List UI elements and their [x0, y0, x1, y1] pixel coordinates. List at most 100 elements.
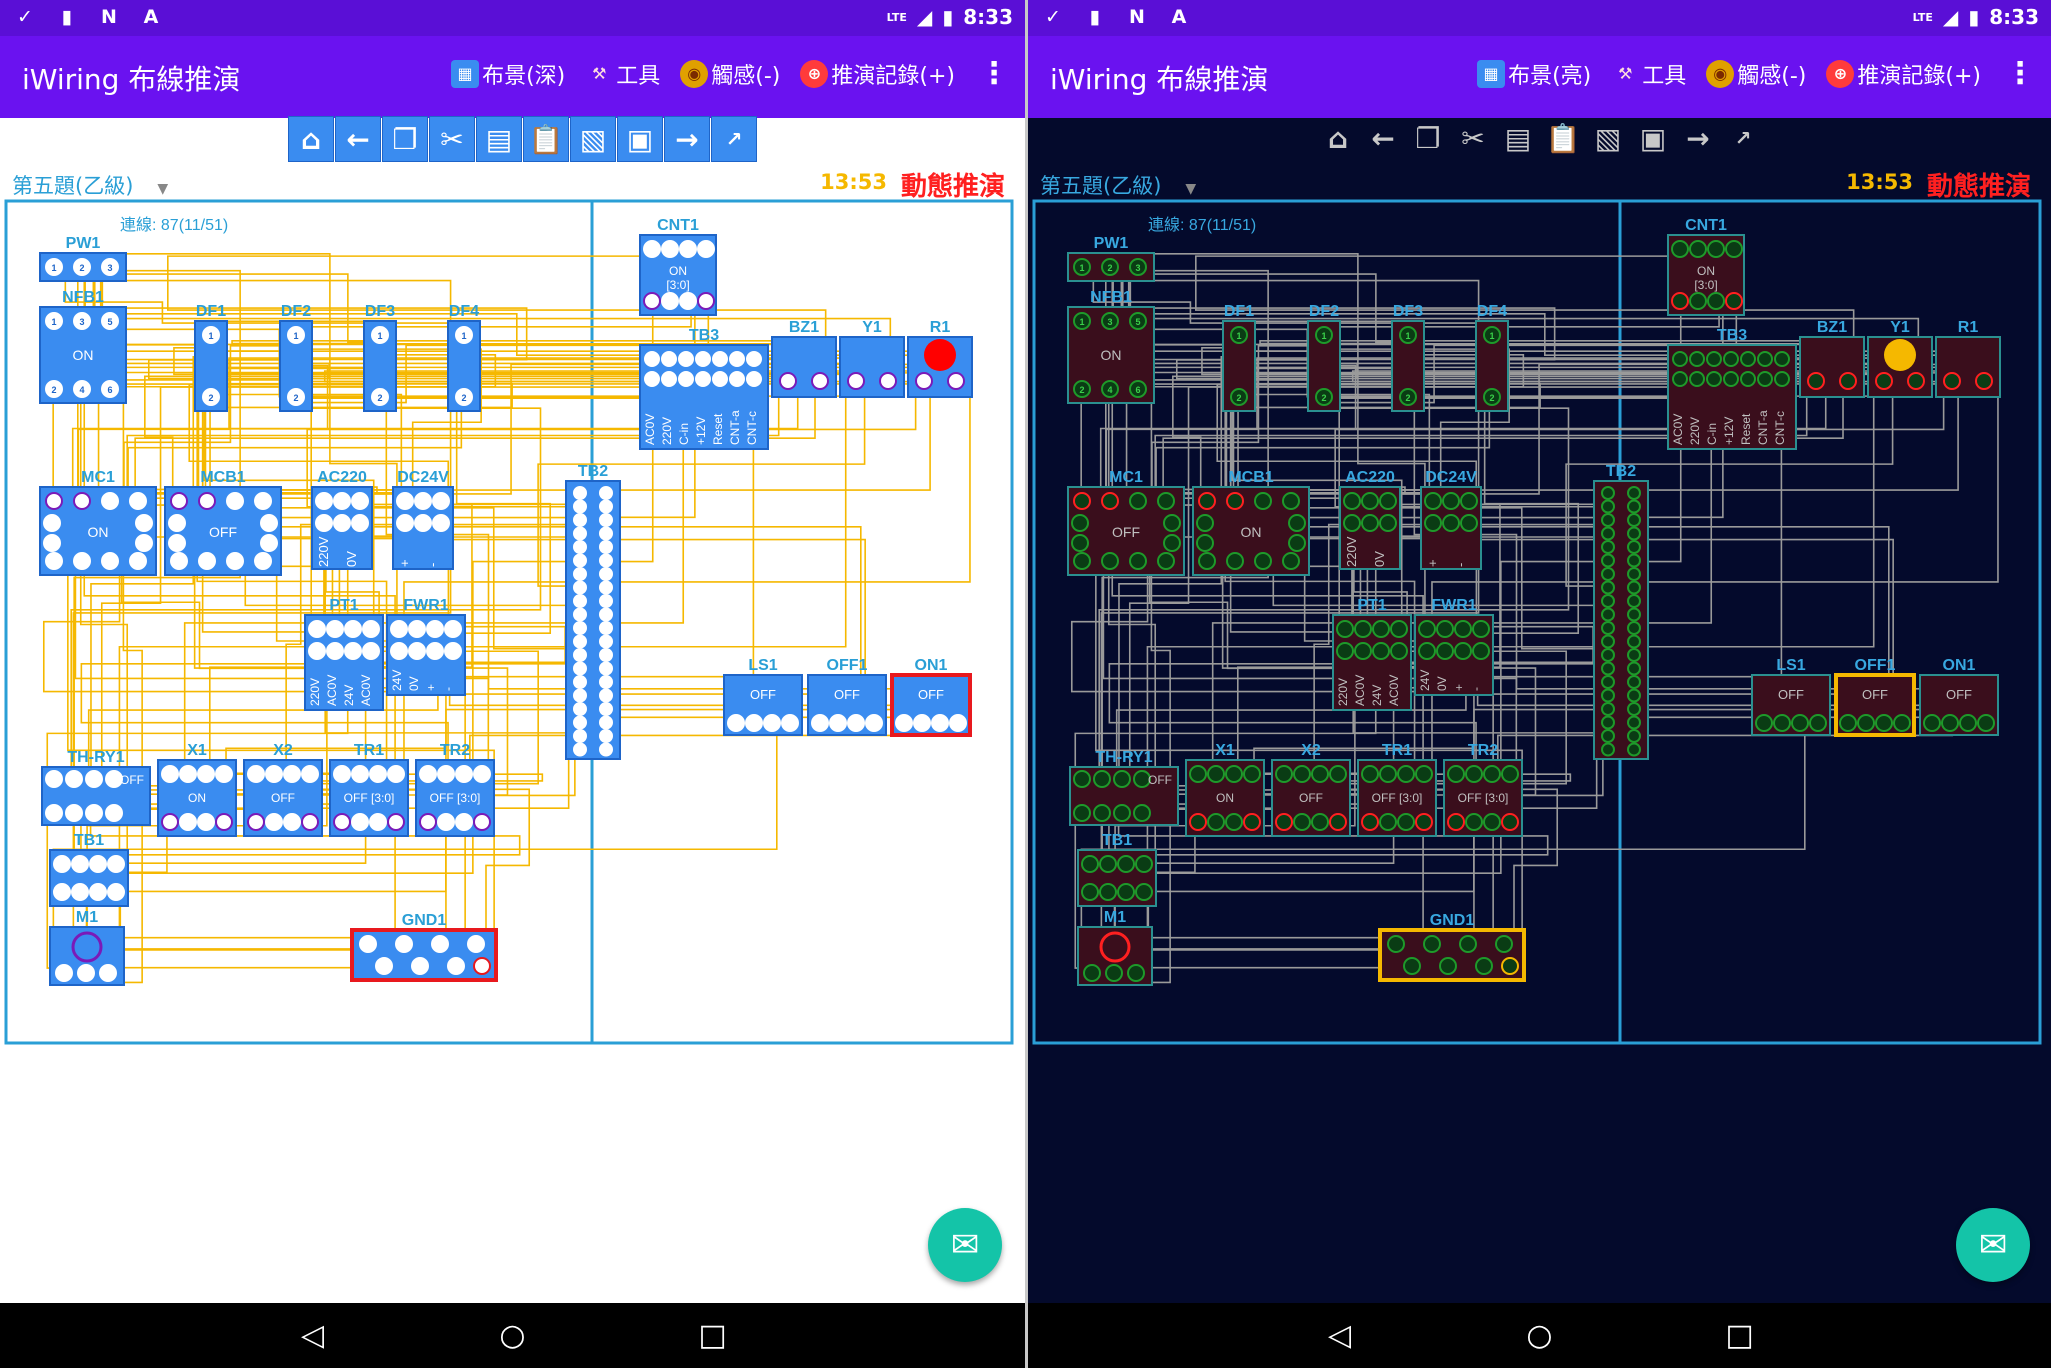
- terminal-pin[interactable]: [215, 813, 233, 831]
- terminal-pin[interactable]: 2: [1073, 380, 1091, 398]
- terminal-pin[interactable]: [1243, 765, 1261, 783]
- terminal-pin[interactable]: [1282, 552, 1300, 570]
- terminal-pin[interactable]: [915, 372, 933, 390]
- terminal-pin[interactable]: [254, 492, 272, 510]
- module-tb1[interactable]: TB1: [1077, 832, 1157, 907]
- terminal-pin[interactable]: [679, 240, 697, 258]
- terminal-pin[interactable]: [1093, 804, 1111, 822]
- terminal-pin[interactable]: [1189, 813, 1207, 831]
- terminal-pin[interactable]: [1601, 486, 1615, 500]
- terminal-pin[interactable]: [1627, 607, 1641, 622]
- terminal-pin[interactable]: [573, 499, 587, 514]
- terminal-pin[interactable]: [1343, 492, 1361, 510]
- terminal-pin[interactable]: [1501, 813, 1519, 831]
- terminal-pin[interactable]: [1157, 552, 1175, 570]
- terminal-pin[interactable]: [1601, 526, 1615, 541]
- terminal-pin[interactable]: [226, 492, 244, 510]
- terminal-pin[interactable]: [746, 351, 762, 367]
- wire[interactable]: [84, 817, 521, 856]
- terminal-pin[interactable]: 1: [1315, 326, 1333, 344]
- terminal-pin[interactable]: [1773, 714, 1791, 732]
- terminal-pin[interactable]: [283, 765, 301, 783]
- terminal-pin[interactable]: [375, 957, 393, 975]
- terminal-pin[interactable]: [1601, 634, 1615, 649]
- terminal-pin[interactable]: [1105, 964, 1123, 982]
- terminal-pin[interactable]: [1196, 514, 1214, 532]
- terminal-pin[interactable]: [73, 552, 91, 570]
- wire[interactable]: [112, 273, 392, 411]
- touch-feedback-button[interactable]: ◉ 觸感(-): [680, 58, 780, 90]
- terminal-pin[interactable]: 1: [287, 326, 305, 344]
- terminal-pin[interactable]: [1706, 351, 1722, 367]
- terminal-pin[interactable]: [107, 883, 125, 901]
- terminal-pin[interactable]: [661, 240, 679, 258]
- terminal-pin[interactable]: [71, 855, 89, 873]
- terminal-pin[interactable]: [1390, 620, 1408, 638]
- terminal-pin[interactable]: [599, 688, 613, 703]
- terminal-pin[interactable]: [661, 371, 677, 387]
- terminal-pin[interactable]: [599, 540, 613, 554]
- wire[interactable]: [78, 253, 396, 939]
- terminal-pin[interactable]: [1397, 765, 1415, 783]
- terminal-pin[interactable]: [455, 765, 473, 783]
- wire[interactable]: [167, 255, 827, 365]
- tools-button[interactable]: ⚒ 工具: [585, 58, 660, 90]
- terminal-pin[interactable]: [265, 765, 283, 783]
- terminal-pin[interactable]: [260, 534, 278, 552]
- terminal-pin[interactable]: [396, 492, 414, 510]
- terminal-pin[interactable]: 2: [1230, 388, 1248, 406]
- wire[interactable]: [387, 374, 552, 634]
- terminal-pin[interactable]: [85, 770, 103, 788]
- terminal-pin[interactable]: [1424, 492, 1442, 510]
- back-arrow-icon[interactable]: ←: [1371, 121, 1395, 155]
- terminal-pin[interactable]: [1372, 642, 1390, 660]
- nav-recents-button[interactable]: □: [1725, 1318, 1754, 1353]
- terminal-pin[interactable]: [573, 486, 587, 500]
- terminal-pin[interactable]: [1725, 240, 1743, 258]
- terminal-pin[interactable]: [599, 702, 613, 716]
- terminal-pin[interactable]: [283, 813, 301, 831]
- terminal-pin[interactable]: [1418, 642, 1436, 660]
- terminal-pin[interactable]: [432, 492, 450, 510]
- terminal-pin[interactable]: [197, 765, 215, 783]
- terminal-pin[interactable]: [1601, 513, 1615, 527]
- terminal-pin[interactable]: [1601, 742, 1615, 757]
- wire[interactable]: [1106, 253, 1424, 939]
- terminal-pin[interactable]: [1275, 765, 1293, 783]
- copy-icon[interactable]: ❐: [1415, 121, 1441, 155]
- wire[interactable]: [385, 380, 960, 690]
- terminal-pin[interactable]: [1071, 534, 1089, 552]
- module-tb2[interactable]: TB2: [1593, 463, 1649, 760]
- terminal-pin[interactable]: [947, 372, 965, 390]
- terminal-pin[interactable]: [408, 642, 426, 660]
- terminal-pin[interactable]: [1923, 714, 1941, 732]
- terminal-pin[interactable]: [1329, 813, 1347, 831]
- wire[interactable]: [120, 536, 369, 670]
- terminal-pin[interactable]: [1117, 883, 1135, 901]
- terminal-pin[interactable]: [390, 642, 408, 660]
- terminal-pin[interactable]: [45, 770, 63, 788]
- terminal-pin[interactable]: [1627, 580, 1641, 595]
- wire[interactable]: [42, 551, 408, 693]
- terminal-pin[interactable]: [1627, 702, 1641, 716]
- terminal-pin[interactable]: [599, 729, 613, 743]
- module-dc24v[interactable]: DC24V+-: [1420, 469, 1482, 570]
- terminal-pin[interactable]: [1361, 514, 1379, 532]
- module-dc24v[interactable]: DC24V+-: [392, 469, 454, 570]
- terminal-pin[interactable]: [414, 492, 432, 510]
- terminal-pin[interactable]: [678, 371, 694, 387]
- wire[interactable]: [1195, 255, 1855, 365]
- terminal-pin[interactable]: [1101, 552, 1119, 570]
- forward-arrow-icon[interactable]: →: [1686, 121, 1710, 155]
- terminal-pin[interactable]: [599, 661, 613, 676]
- wire[interactable]: [100, 386, 654, 820]
- terminal-pin[interactable]: [1689, 240, 1707, 258]
- nav-back-button[interactable]: ◁: [1327, 1318, 1352, 1353]
- terminal-pin[interactable]: [1472, 642, 1490, 660]
- terminal-pin[interactable]: [1093, 770, 1111, 788]
- terminal-pin[interactable]: [215, 765, 233, 783]
